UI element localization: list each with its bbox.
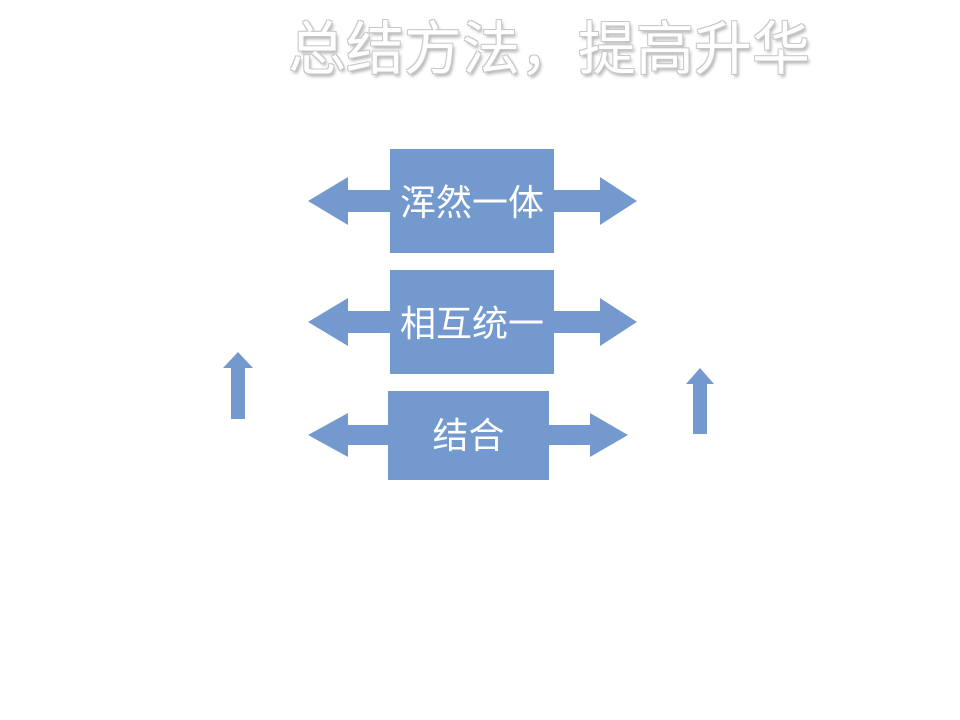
box-level-3 [388, 391, 549, 480]
up-arrow-left [223, 352, 253, 419]
level-3 [308, 391, 628, 480]
level-1 [308, 149, 637, 253]
up-arrow-right [686, 368, 714, 434]
level-2 [308, 270, 637, 374]
slide-title: 总结方法，提高升华 [288, 15, 811, 83]
box-level-1 [390, 149, 554, 253]
box-label-level-1: 浑然一体 [399, 183, 544, 224]
box-label-level-2: 相互统一 [399, 304, 544, 345]
box-level-2 [390, 270, 554, 374]
box-label-level-3: 结合 [432, 416, 505, 457]
